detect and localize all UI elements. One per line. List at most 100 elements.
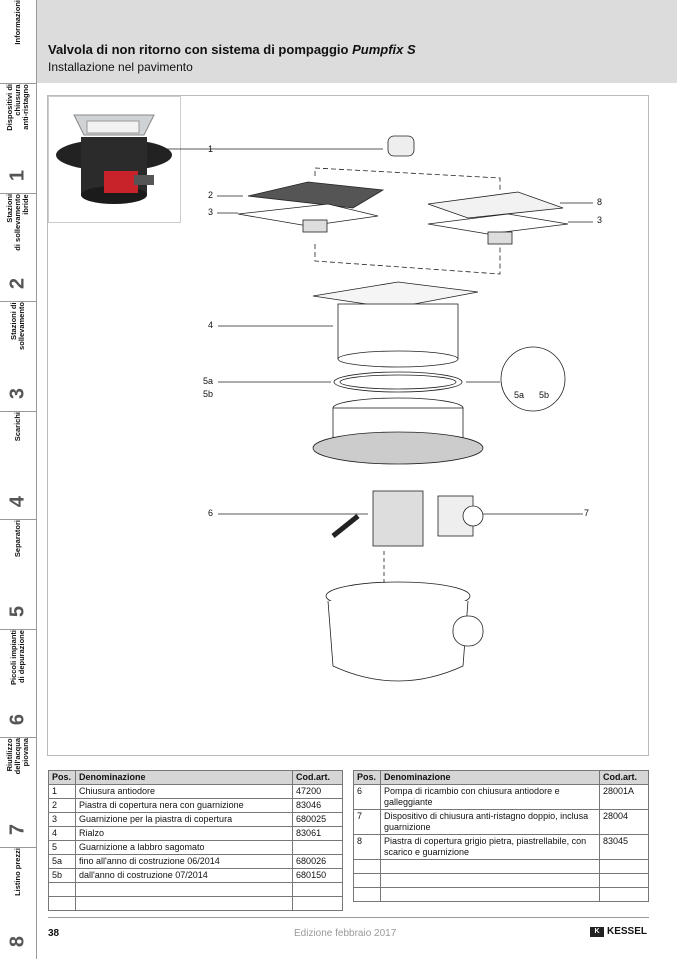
callout-2: 2 [208, 190, 214, 200]
tab-chapter-2[interactable]: Stazioni di sollevamento ibride 2 [0, 194, 36, 302]
exploded-drawing [160, 135, 593, 682]
cell-codart: 47200 [292, 784, 343, 799]
tab-chapter-1[interactable]: Dispositivi di chiusura anti-ristagno 1 [0, 84, 36, 194]
tab-label: Listino prezzi [13, 848, 22, 896]
tab-number: 3 [6, 387, 29, 400]
callout-7: 7 [584, 508, 590, 518]
product-photo [48, 96, 181, 223]
cell-codart [599, 873, 649, 888]
callout-4: 4 [208, 320, 214, 330]
cell-denominazione [379, 887, 601, 902]
tab-chapter-7[interactable]: Riutilizzo dell'acqua piovana 7 [0, 738, 36, 848]
tab-label: Stazioni di sollevamento ibride [5, 194, 30, 251]
cell-denominazione: Rialzo [74, 826, 294, 841]
cell-denominazione: Pompa di ricambio con chiusura antiodore… [379, 784, 601, 810]
cell-codart: 680025 [292, 812, 343, 827]
callout-5a: 5a [203, 376, 214, 386]
cell-pos: 4 [48, 826, 76, 841]
tab-chapter-4[interactable]: Scarichi 4 [0, 412, 36, 520]
callout-8: 8 [597, 197, 603, 207]
cell-pos: 6 [353, 784, 381, 810]
cell-pos: 1 [48, 784, 76, 799]
cell-codart [599, 859, 649, 874]
column-header-denominazione: Denominazione [379, 770, 601, 785]
cell-denominazione: Piastra di copertura grigio pietra, pias… [379, 834, 601, 860]
edition-label: Edizione febbraio 2017 [294, 928, 397, 939]
tab-chapter-3[interactable]: Stazioni di sollevamento 3 [0, 302, 36, 412]
cell-codart: 83045 [599, 834, 649, 860]
callout-3-right: 3 [597, 215, 603, 225]
cell-codart [599, 887, 649, 902]
cell-denominazione: Guarnizione a labbro sagomato [74, 840, 294, 855]
cell-denominazione: Chiusura antiodore [74, 784, 294, 799]
table-row [48, 896, 343, 911]
cell-denominazione: Piastra di copertura nera con guarnizion… [74, 798, 294, 813]
page-header [37, 0, 677, 83]
brand-logo: K KESSEL [590, 926, 647, 937]
cell-denominazione: Dispositivo di chiusura anti-ristagno do… [379, 809, 601, 835]
tab-label: Separatori [13, 520, 22, 558]
cell-codart: 680026 [292, 854, 343, 869]
title-text: Valvola di non ritorno con sistema di po… [48, 42, 349, 57]
chapter-sidebar: Informazioni Dispositivi di chiusura ant… [0, 0, 37, 959]
cell-denominazione: fino all'anno di costruzione 06/2014 [74, 854, 294, 869]
table-row [353, 887, 649, 902]
page-subtitle: Installazione nel pavimento [48, 60, 193, 74]
cell-denominazione: dall'anno di costruzione 07/2014 [74, 868, 294, 883]
tab-label: Riutilizzo dell'acqua piovana [5, 738, 30, 775]
tab-chapter-5[interactable]: Separatori 5 [0, 520, 36, 630]
tab-informazioni[interactable]: Informazioni [0, 0, 36, 84]
detail-label-5b: 5b [539, 390, 550, 400]
tab-label: Piccoli impianti di depurazione [9, 630, 26, 686]
tab-label: Dispositivi di chiusura anti-ristagno [5, 84, 30, 131]
tab-chapter-8[interactable]: Listino prezzi 8 [0, 848, 36, 959]
cell-codart: 28004 [599, 809, 649, 835]
tab-number: 7 [6, 823, 29, 836]
callout-3: 3 [208, 207, 214, 217]
footer-divider [48, 917, 649, 918]
page-title: Valvola di non ritorno con sistema di po… [48, 42, 416, 57]
cell-denominazione [74, 882, 294, 897]
cell-denominazione [379, 859, 601, 874]
cell-pos [353, 887, 381, 902]
exploded-view-figure [47, 95, 649, 756]
brand-mark-icon: K [590, 926, 604, 937]
tab-number: 8 [6, 935, 29, 948]
column-header-codart: Cod.art. [599, 770, 649, 785]
title-product: Pumpfix S [352, 42, 416, 57]
table-row [353, 873, 649, 888]
tab-chapter-6[interactable]: Piccoli impianti di depurazione 6 [0, 630, 36, 738]
cell-pos: 5 [48, 840, 76, 855]
cell-denominazione [379, 873, 601, 888]
tab-label: Informazioni [13, 0, 22, 45]
tab-number: 6 [6, 713, 29, 726]
cell-codart [292, 840, 343, 855]
cell-pos [353, 859, 381, 874]
detail-label-5a: 5a [514, 390, 525, 400]
callout-5b: 5b [203, 389, 214, 399]
page-number: 38 [48, 928, 60, 939]
cell-pos: 3 [48, 812, 76, 827]
cell-denominazione [74, 896, 294, 911]
cell-codart [292, 882, 343, 897]
cell-pos: 8 [353, 834, 381, 860]
column-header-pos: Pos. [353, 770, 381, 785]
callout-1: 1 [208, 144, 214, 154]
cell-pos: 5a [48, 854, 76, 869]
cell-pos: 2 [48, 798, 76, 813]
table-row [48, 882, 343, 897]
cell-pos: 7 [353, 809, 381, 835]
tab-label: Stazioni di sollevamento [9, 302, 26, 350]
cell-pos: 5b [48, 868, 76, 883]
tab-number: 4 [6, 495, 29, 508]
